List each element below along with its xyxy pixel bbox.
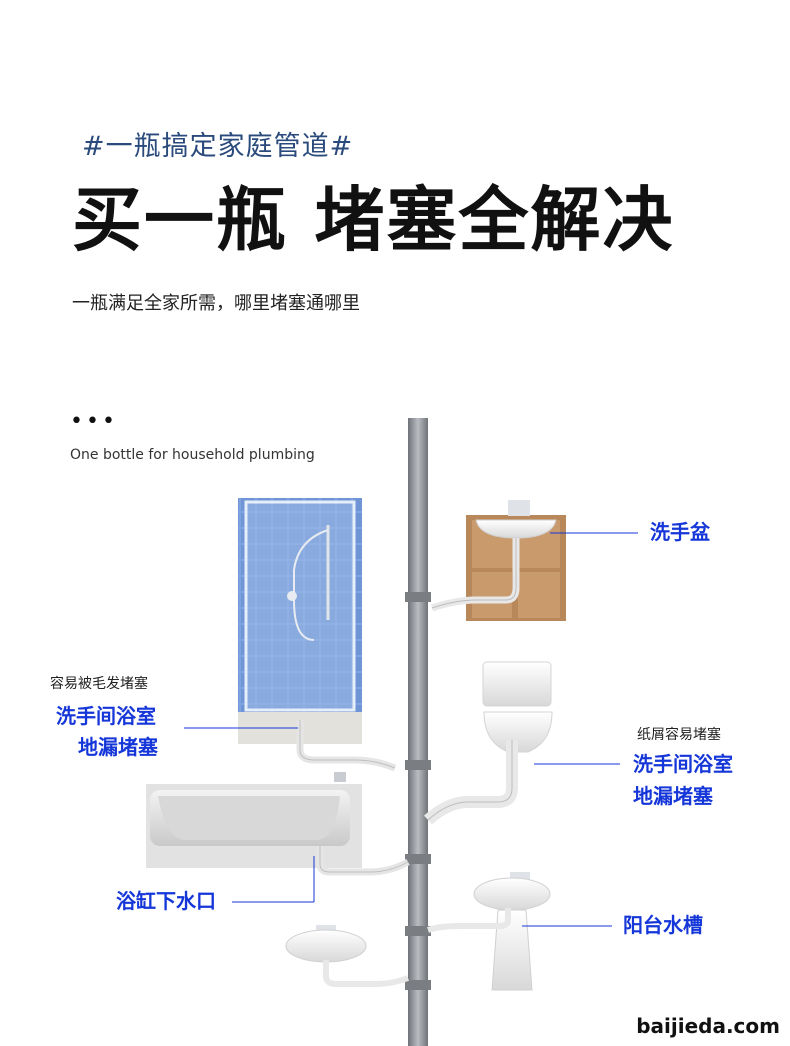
- note-toilet: 纸屑容易堵塞: [637, 727, 721, 743]
- bathtub: [146, 772, 410, 876]
- tag-line: #一瓶搞定家庭管道#: [82, 131, 354, 162]
- pipe-joint: [405, 854, 431, 864]
- label-toilet-line1: 洗手间浴室: [633, 752, 733, 776]
- pipe-joint: [405, 926, 431, 936]
- label-bathtub: 浴缸下水口: [116, 889, 216, 913]
- label-shower-line2: 地漏堵塞: [78, 735, 158, 759]
- dots-decoration: •••: [70, 409, 118, 434]
- note-shower: 容易被毛发堵塞: [50, 676, 148, 692]
- shower-area: [238, 498, 397, 772]
- watermark: baijieda.com: [636, 1014, 780, 1038]
- main-pipe: [408, 418, 428, 1046]
- toilet: [423, 661, 553, 825]
- label-washbasin: 洗手盆: [650, 520, 710, 544]
- small-sink: [285, 925, 410, 987]
- pipe-joint: [405, 760, 431, 770]
- label-shower-line1: 洗手间浴室: [56, 704, 156, 728]
- pedestal-sink: [427, 872, 551, 991]
- pipe-joint: [405, 592, 431, 602]
- cabinet-washbasin: [430, 500, 566, 621]
- label-toilet-line2: 地漏堵塞: [633, 784, 713, 808]
- subline: 一瓶满足全家所需，哪里堵塞通哪里: [72, 293, 360, 314]
- headline: 买一瓶 堵塞全解决: [72, 179, 675, 261]
- english-subtitle: One bottle for household plumbing: [70, 447, 315, 463]
- label-balcony: 阳台水槽: [623, 913, 703, 937]
- pipe-joint: [405, 980, 431, 990]
